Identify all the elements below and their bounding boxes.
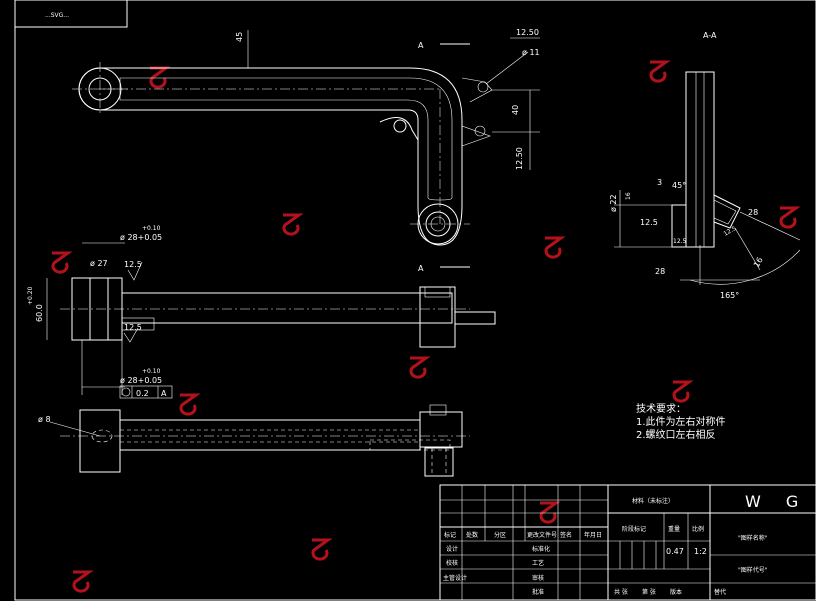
role-design: 设计	[446, 545, 458, 553]
rev-header-sign: 签名	[560, 531, 572, 539]
drawing-code: W G	[745, 492, 808, 511]
replace-label: 替代	[714, 588, 726, 596]
scale-label: 比例	[692, 525, 704, 533]
watermark-logo-icon	[179, 393, 201, 416]
watermark-logo-icon	[779, 206, 801, 229]
top-label-box	[14, 0, 128, 28]
watermark-logo-icon	[282, 213, 304, 236]
watermark-layer	[51, 60, 801, 593]
front-view: +0.10 ø 28+0.05 ø 27 12.5 +0.20 60.0 12.…	[27, 225, 496, 399]
drawing-number: "图样代号"	[738, 566, 768, 574]
watermark-logo-icon	[672, 380, 694, 403]
dim-rough-12-5-b: 12.5	[124, 323, 142, 332]
cut-mark-a-bottom: A	[418, 264, 424, 273]
top-view: A A 45 12.50 ø 11 40 12.50	[72, 28, 540, 273]
bottom-view: ø 8	[38, 404, 470, 477]
role-chief: 主管设计	[443, 574, 467, 582]
tech-item-1: 1.此件为左右对称件	[636, 415, 726, 428]
rev-header-file: 更改文件号	[527, 531, 557, 539]
dim-tol-020: +0.20	[27, 286, 34, 305]
dim-phi28-bottom: ø 28+0.05	[120, 376, 162, 385]
mid-approve: 批准	[532, 588, 544, 596]
watermark-logo-icon	[311, 538, 333, 561]
weight-label: 重量	[668, 525, 680, 533]
sec-dim-12-5-b: 12.5	[673, 238, 687, 245]
rev-header-zone: 分区	[494, 531, 506, 539]
cut-mark-a-top: A	[418, 41, 424, 50]
sheet-current: 第 张	[642, 588, 656, 596]
tech-item-2: 2.螺纹口左右相反	[636, 428, 716, 441]
section-view: A-A ø 22 16 3 45° 12.5 28 28 12.5 165° 1…	[609, 31, 801, 300]
watermark-logo-icon	[51, 251, 73, 274]
mid-standard: 标准化	[532, 545, 550, 553]
version-label: 版本	[670, 588, 682, 596]
sec-dim-28-bottom: 28	[655, 267, 665, 276]
stage-label: 阶段标记	[622, 525, 646, 533]
dim-45: 45	[235, 32, 244, 42]
mid-process: 工艺	[532, 559, 544, 567]
scale-value: 1:2	[694, 547, 707, 556]
dim-40: 40	[511, 105, 520, 115]
watermark-logo-icon	[149, 66, 171, 89]
dim-phi28-top: ø 28+0.05	[120, 233, 162, 242]
watermark-logo-icon	[544, 236, 566, 259]
drawing-border	[14, 0, 816, 601]
sec-dim-phi22: ø 22	[609, 194, 618, 212]
tech-requirements: 技术要求： 1.此件为左右对称件 2.螺纹口左右相反	[636, 402, 726, 441]
sec-dim-165: 165°	[720, 291, 739, 300]
sec-dim-12-5: 12.5	[640, 218, 658, 227]
watermark-logo-icon	[409, 356, 431, 379]
dim-phi11: ø 11	[522, 48, 540, 57]
drawing-name: "图样名称"	[738, 534, 768, 542]
dim-phi27: ø 27	[90, 259, 108, 268]
sec-dim-small: 12.5	[723, 225, 738, 238]
watermark-logo-icon	[539, 501, 561, 524]
watermark-logo-icon	[72, 570, 94, 593]
weight-value: 0.47	[666, 547, 684, 556]
rev-header-count: 处数	[466, 531, 478, 539]
sheet-total: 共 张	[614, 588, 628, 596]
dim-12-50-side: 12.50	[515, 147, 524, 170]
dim-datum-a: A	[161, 389, 167, 398]
sec-dim-28-right: 28	[748, 208, 758, 217]
sec-dim-45: 45°	[672, 181, 686, 190]
material-label: 材料（未标注）	[632, 497, 674, 505]
title-block: 标记 处数 分区 更改文件号 签名 年月日 设计 校核 主管设计 标准化 工艺 …	[439, 484, 816, 601]
dim-phi8: ø 8	[38, 415, 51, 424]
dim-tol-upper: +0.10	[142, 225, 161, 232]
rev-header-date: 年月日	[584, 531, 602, 539]
top-label: ...SVG...	[45, 12, 69, 19]
dim-tol-upper-b: +0.10	[142, 368, 161, 375]
sec-dim-3: 3	[657, 178, 662, 187]
dim-position-tol: 0.2	[136, 389, 149, 398]
sec-dim-diag: 16	[752, 256, 765, 269]
dim-rough-12-5: 12.5	[124, 260, 142, 269]
section-label: A-A	[703, 31, 717, 40]
role-check: 校核	[446, 559, 458, 567]
dim-12-50-top: 12.50	[516, 28, 539, 37]
dim-60: 60.0	[35, 304, 44, 322]
watermark-logo-icon	[649, 60, 671, 83]
sec-dim-16: 16	[625, 192, 632, 200]
tech-heading: 技术要求：	[636, 402, 686, 415]
rev-header-mark: 标记	[444, 531, 456, 539]
mid-review: 审核	[532, 574, 544, 582]
